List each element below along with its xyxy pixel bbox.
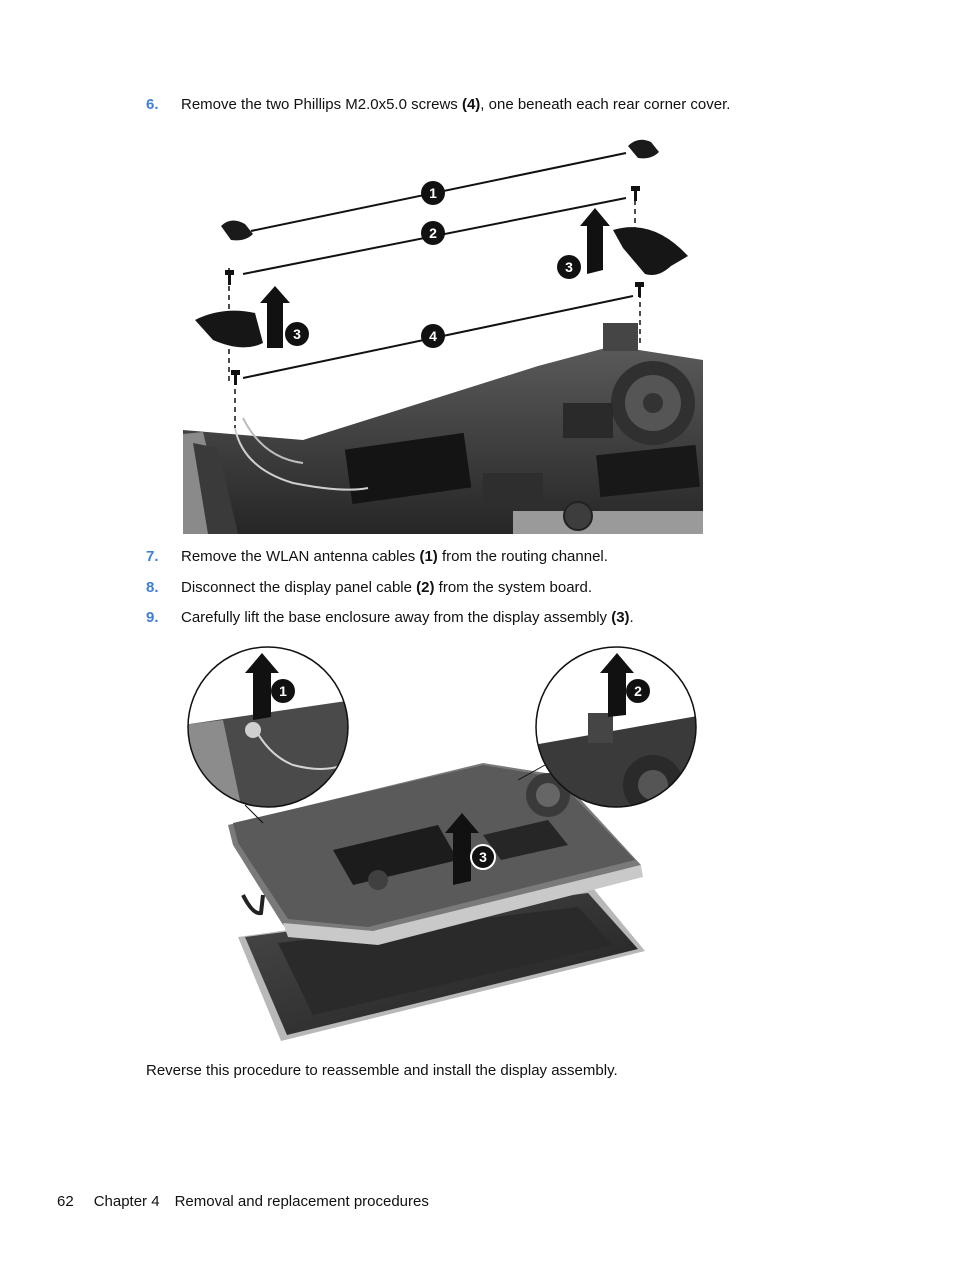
rear-corner-covers-illustration: 1 2 3 3 4 xyxy=(183,139,703,534)
callout-2: 2 xyxy=(626,679,650,703)
chapter-label: Chapter 4 xyxy=(93,1193,160,1210)
svg-text:2: 2 xyxy=(429,225,437,241)
svg-text:3: 3 xyxy=(565,259,573,275)
board-slot xyxy=(333,825,458,885)
lift-arrow-icon xyxy=(260,286,290,348)
screw-icon xyxy=(225,270,234,285)
step-number: 7. xyxy=(146,548,159,565)
step-text: Carefully lift the base enclosure away f… xyxy=(181,609,634,626)
callout-1: 1 xyxy=(421,181,445,205)
corner-cover-left-top xyxy=(221,220,253,241)
lift-arrow-icon xyxy=(245,653,279,720)
antenna-detail-inset: 1 xyxy=(187,646,349,808)
svg-text:1: 1 xyxy=(279,683,287,699)
base-front-edge xyxy=(513,511,703,534)
callout-1: 1 xyxy=(271,679,295,703)
lift-arrow-icon xyxy=(600,653,634,717)
svg-text:3: 3 xyxy=(293,326,301,342)
screw-icon xyxy=(631,186,640,201)
callout-3: 3 xyxy=(470,844,496,870)
screw-icon xyxy=(231,370,240,385)
display-cable-detail-inset: 2 xyxy=(535,646,697,808)
step-text: Remove the two Phillips M2.0x5.0 screws … xyxy=(181,96,731,113)
svg-text:4: 4 xyxy=(429,328,437,344)
corner-cover-right-top xyxy=(628,139,659,159)
callout-2: 2 xyxy=(421,221,445,245)
antenna-cable xyxy=(234,427,369,491)
callout-3-right: 3 xyxy=(557,255,581,279)
callout-4: 4 xyxy=(421,324,445,348)
svg-text:1: 1 xyxy=(429,185,437,201)
base-front-edge xyxy=(283,865,643,945)
svg-text:2: 2 xyxy=(634,683,642,699)
base-enclosure-removal-illustration: 3 1 2 xyxy=(187,646,697,1041)
section-title: Removal and replacement procedures xyxy=(174,1193,429,1210)
svg-text:3: 3 xyxy=(479,849,487,865)
closing-note: Reverse this procedure to reassemble and… xyxy=(146,1062,618,1079)
lift-arrow-icon xyxy=(580,208,610,274)
corner-cover-left xyxy=(195,310,263,348)
corner-cover-right xyxy=(613,227,688,275)
step-number: 8. xyxy=(146,579,159,596)
lift-arrow-icon xyxy=(445,813,479,885)
board-slot xyxy=(344,432,472,505)
step-number: 9. xyxy=(146,609,159,626)
step-text: Remove the WLAN antenna cables (1) from … xyxy=(181,548,608,565)
page-footer: 62 Chapter 4 Removal and replacement proce… xyxy=(57,1193,429,1211)
page-number: 62 xyxy=(57,1193,74,1210)
step-text: Disconnect the display panel cable (2) f… xyxy=(181,579,593,596)
callout-3-left: 3 xyxy=(285,322,309,346)
step-number: 6. xyxy=(146,96,159,113)
screw-icon xyxy=(635,282,644,297)
